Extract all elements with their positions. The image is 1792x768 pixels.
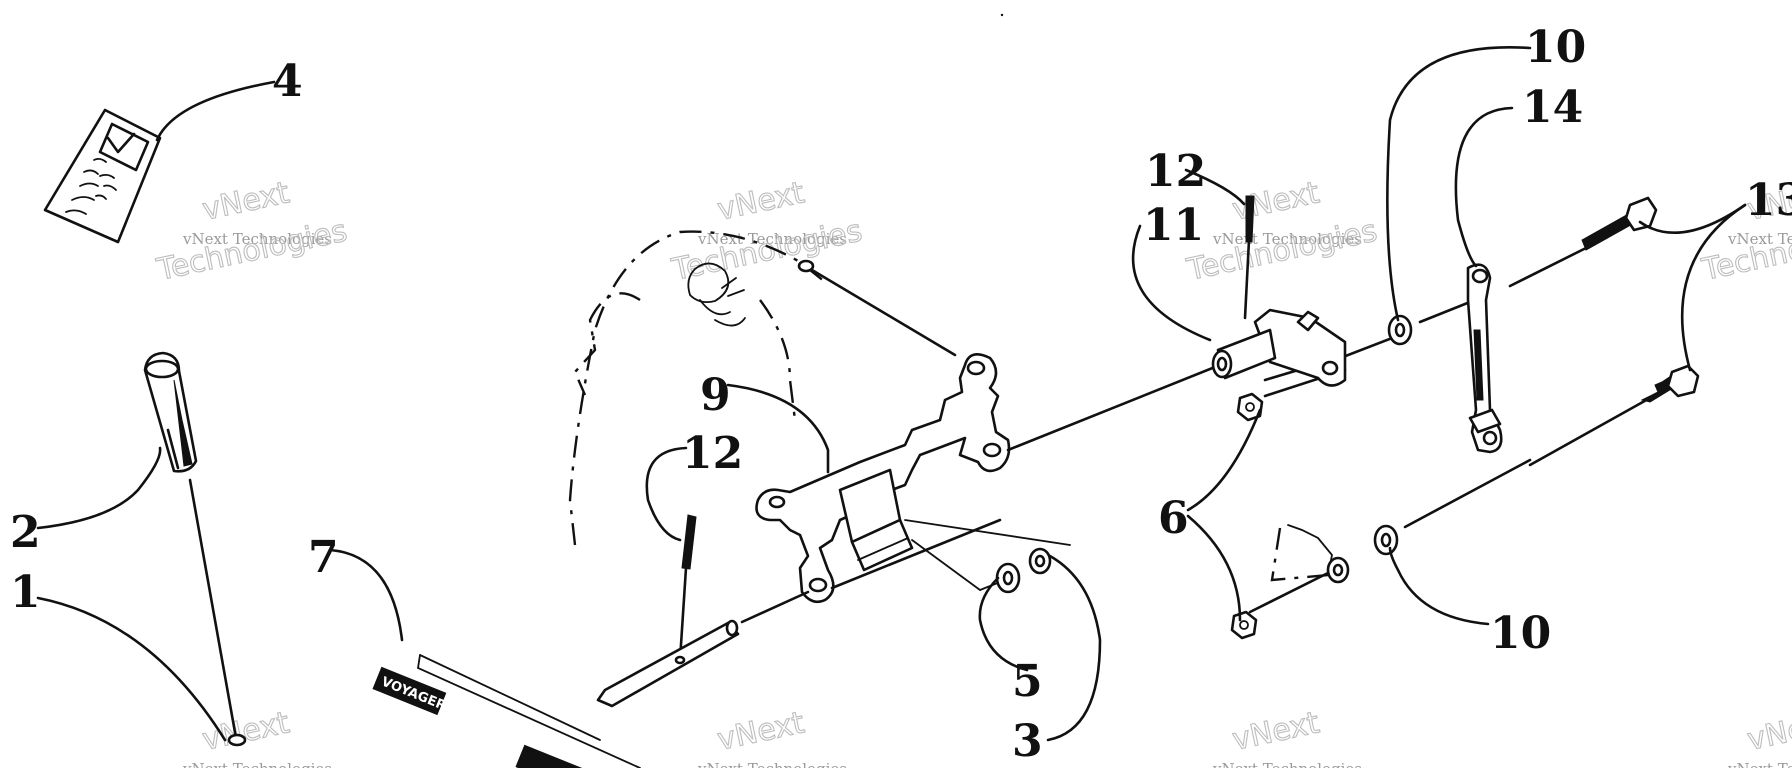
washer-upper-part bbox=[1387, 314, 1413, 346]
leader-9 bbox=[726, 383, 830, 474]
callout-3: 3 bbox=[1012, 716, 1043, 767]
callout-2: 2 bbox=[10, 507, 41, 558]
watermark-word: Technologies bbox=[1183, 214, 1380, 289]
axis-line bbox=[830, 518, 1002, 590]
leader-13-lower bbox=[1680, 203, 1747, 372]
roll-pin-left-part bbox=[678, 514, 697, 662]
instruction-card-part bbox=[43, 108, 162, 244]
watermark-text: vNext Technologies bbox=[1727, 760, 1792, 768]
callout-12-left: 12 bbox=[682, 428, 743, 479]
callout-labels: 4 2 1 7 9 12 5 3 12 11 6 10 14 13 10 bbox=[10, 22, 1792, 767]
watermark-word: vNext bbox=[199, 175, 292, 228]
callout-4: 4 bbox=[272, 56, 303, 107]
mounting-bracket-part bbox=[755, 353, 1071, 604]
callout-14: 14 bbox=[1522, 82, 1583, 133]
callout-12-right: 12 bbox=[1145, 146, 1206, 197]
leader-11 bbox=[1131, 224, 1212, 342]
axis-line bbox=[1528, 396, 1652, 467]
leader-6-upper bbox=[1186, 408, 1262, 512]
watermark-text: vNext Technologies bbox=[697, 230, 847, 248]
axis-line bbox=[1006, 363, 1222, 452]
bolt-upper-part bbox=[1581, 196, 1658, 251]
link-rod-part bbox=[1466, 263, 1503, 454]
callout-9: 9 bbox=[700, 370, 731, 421]
watermark-text: vNext Technologies bbox=[182, 760, 332, 768]
cable-stop-plate-part bbox=[1211, 195, 1347, 387]
callout-7: 7 bbox=[308, 532, 339, 583]
callout-10-bottom: 10 bbox=[1490, 608, 1551, 659]
watermark-word: vNext bbox=[714, 705, 807, 758]
knob-shaft-line bbox=[188, 478, 238, 740]
callout-13: 13 bbox=[1745, 175, 1792, 226]
bolt-lower-part bbox=[1640, 364, 1700, 403]
leader-1 bbox=[36, 596, 227, 742]
axis-line bbox=[1418, 298, 1477, 324]
decal-part: VOYAGER bbox=[372, 654, 641, 768]
knob-part bbox=[143, 351, 198, 473]
washers-part bbox=[995, 547, 1052, 594]
leader-10-bottom bbox=[1388, 546, 1490, 626]
watermark-word: vNext bbox=[1229, 705, 1322, 758]
watermark-text: vNext Technologies bbox=[1212, 760, 1362, 768]
leader-3 bbox=[1046, 554, 1102, 742]
watermark-word: Technologies bbox=[153, 214, 350, 289]
watermark-word: vNext bbox=[714, 175, 807, 228]
callout-5: 5 bbox=[1012, 656, 1043, 707]
leader-12-left bbox=[645, 446, 688, 542]
callout-6: 6 bbox=[1158, 493, 1189, 544]
locknut-lower-part bbox=[1230, 610, 1258, 640]
callout-1: 1 bbox=[10, 567, 41, 618]
leader-12-right bbox=[1184, 168, 1246, 206]
axis-line bbox=[1403, 458, 1532, 529]
leader-engine-bracket bbox=[810, 268, 957, 357]
watermark-text: vNext Technologies bbox=[1727, 230, 1792, 248]
leader-4 bbox=[155, 80, 276, 142]
locknut-upper-part bbox=[1236, 392, 1264, 422]
watermark-word: vNext bbox=[199, 705, 292, 758]
leader-7 bbox=[328, 548, 404, 642]
watermark-text: vNext Technologies bbox=[697, 760, 847, 768]
speck bbox=[1000, 13, 1004, 17]
throttle-arm-part bbox=[1270, 524, 1350, 584]
leader-10-top bbox=[1386, 46, 1532, 322]
control-shaft-part bbox=[596, 590, 810, 708]
leader-6-lower bbox=[1186, 514, 1242, 622]
axis-line bbox=[1508, 244, 1592, 288]
decal-badge bbox=[372, 666, 447, 716]
washer-lower-part bbox=[1373, 524, 1399, 556]
watermark-word: vNext bbox=[1744, 705, 1792, 758]
leader-5 bbox=[978, 576, 1029, 672]
watermark-text: vNext Technologies bbox=[182, 230, 332, 248]
decal-badge-lower bbox=[515, 744, 582, 768]
leader-lines bbox=[36, 46, 1747, 742]
callout-10-top: 10 bbox=[1525, 22, 1586, 73]
engine-outline bbox=[568, 230, 826, 546]
leader-14 bbox=[1454, 106, 1514, 268]
callout-11: 11 bbox=[1143, 200, 1204, 251]
watermark-word: Technologies bbox=[668, 214, 865, 289]
axis-line bbox=[1248, 570, 1332, 614]
leader-2 bbox=[36, 446, 162, 530]
